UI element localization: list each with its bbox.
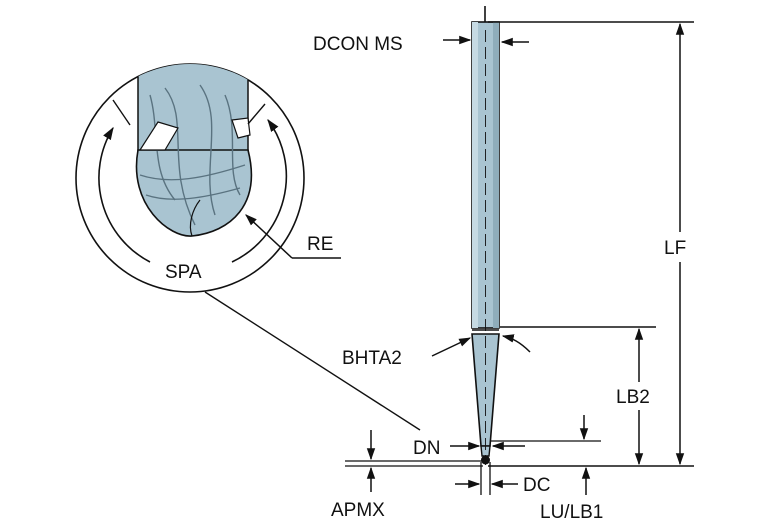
label-re: RE <box>307 234 333 255</box>
label-lu-lb1: LU/LB1 <box>540 502 603 523</box>
detail-tool-tip <box>135 64 253 237</box>
apmx-dimension <box>345 430 483 492</box>
label-spa: SPA <box>165 262 202 283</box>
label-dc: DC <box>523 475 550 496</box>
re-leader <box>245 214 293 259</box>
label-dcon-ms: DCON MS <box>313 34 403 55</box>
lf-dimension <box>488 21 694 467</box>
dc-dimension <box>455 462 518 495</box>
detail-leader <box>204 291 421 431</box>
spa-arc-right <box>231 118 288 263</box>
label-lf: LF <box>664 238 686 259</box>
spa-arc-left <box>98 126 151 263</box>
lb2-dimension <box>500 326 656 466</box>
tool-tip <box>480 445 491 457</box>
label-lb2: LB2 <box>616 387 650 408</box>
detail-view <box>75 63 421 431</box>
label-apmx: APMX <box>331 500 385 521</box>
label-dn: DN <box>413 438 440 459</box>
dn-dimension <box>450 415 601 451</box>
bhta2-dimension <box>431 334 531 357</box>
end-mill-tool <box>471 6 500 465</box>
label-bhta2: BHTA2 <box>342 348 402 369</box>
dcon-ms-dimension <box>443 35 529 47</box>
